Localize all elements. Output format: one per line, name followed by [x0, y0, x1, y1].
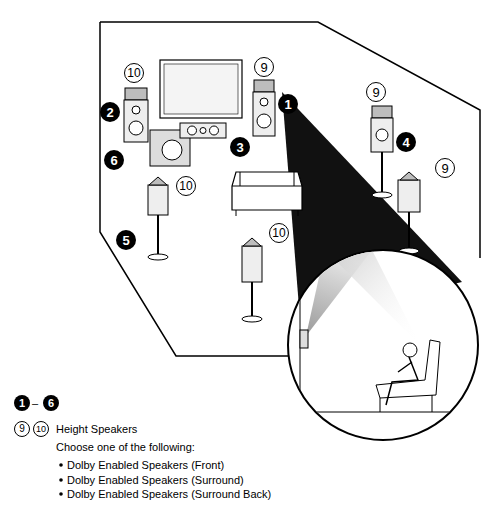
sofa: [232, 172, 302, 210]
callout-number: 10: [33, 421, 49, 437]
height-speaker: [372, 106, 392, 118]
callout-number: 10: [269, 223, 289, 243]
callout-number: 10: [176, 176, 196, 196]
chair: [376, 340, 440, 398]
callout-number: 3: [230, 137, 250, 157]
legend-text: –: [32, 398, 38, 409]
callout-number: 2: [100, 102, 120, 122]
driver: [257, 114, 271, 128]
callout-number: 5: [116, 230, 136, 250]
height-speaker: [149, 177, 167, 185]
tv: [160, 60, 242, 118]
surround-speaker: [148, 185, 168, 215]
callout-number: 9: [366, 82, 386, 102]
height-speaker: [254, 80, 274, 92]
driver: [376, 129, 388, 141]
legend-text: Dolby Enabled Speakers (Front): [67, 460, 224, 471]
bullet: [59, 463, 63, 467]
stand-base: [148, 254, 168, 260]
driver: [200, 128, 206, 134]
legend-text: Choose one of the following:: [56, 442, 195, 453]
stand-base: [372, 192, 392, 198]
person-head: [403, 343, 417, 357]
front-speaker: [253, 92, 275, 136]
stand-base: [242, 316, 262, 322]
speaker-stand: [157, 215, 159, 256]
tv-screen: [164, 64, 238, 114]
surround-back-speaker: [242, 246, 262, 282]
callout-number: 9: [254, 57, 274, 77]
surround-speaker: [371, 118, 393, 152]
legend-text: Height Speakers: [56, 424, 137, 435]
speaker-stand: [381, 152, 383, 194]
front-speaker: [124, 100, 148, 142]
driver: [162, 140, 182, 160]
sofa-detail: [232, 172, 302, 216]
driver: [260, 98, 268, 106]
height-speaker: [400, 172, 418, 180]
bullet: [59, 492, 63, 496]
magnifier-scene: [300, 250, 480, 440]
callout-number: 1: [14, 395, 30, 411]
callout-number: 10: [124, 63, 144, 83]
surround-back-speaker: [398, 180, 420, 212]
speaker-stand: [408, 212, 410, 250]
callout-number: 9: [435, 158, 455, 178]
driver: [188, 126, 197, 135]
callout-number: 9: [14, 421, 30, 437]
callout-number: 6: [43, 395, 59, 411]
legend-text: Dolby Enabled Speakers (Surround Back): [67, 489, 271, 500]
driver: [129, 121, 143, 135]
person-body: [386, 357, 418, 405]
driver: [210, 126, 219, 135]
callout-number: 4: [396, 132, 416, 152]
center-speaker: [180, 123, 226, 138]
speaker-stand: [251, 282, 253, 318]
driver: [132, 106, 140, 114]
height-speaker: [300, 330, 308, 348]
bullet: [59, 478, 63, 482]
callout-number: 1: [278, 94, 298, 114]
reflected-beam: [325, 250, 420, 345]
height-speaker: [243, 238, 261, 246]
floor-line: [300, 412, 480, 413]
callout-number: 6: [104, 150, 124, 170]
legend-text: Dolby Enabled Speakers (Surround): [67, 475, 244, 486]
height-speaker: [125, 88, 147, 100]
